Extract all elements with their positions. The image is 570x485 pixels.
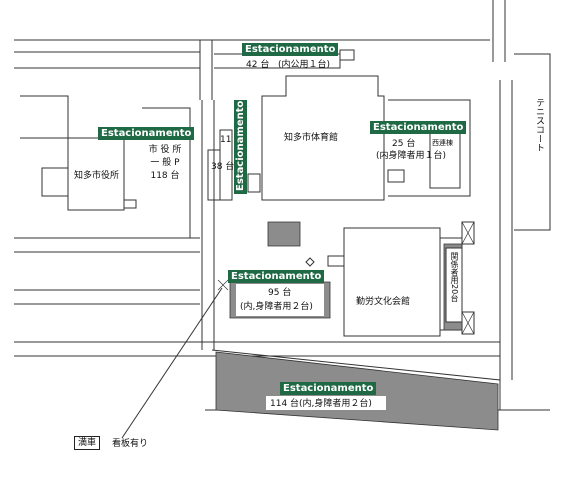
- city-hall-small: [41, 167, 69, 197]
- gym-east-count: 25 台: [392, 139, 416, 149]
- crosshatch-top: [461, 221, 475, 245]
- crosshatch-2: [461, 311, 475, 335]
- labor-hall-label: 勤労文化会館: [356, 297, 411, 307]
- city-hall-lot-line2: 一 般 P: [150, 158, 180, 168]
- south-label-bg: [266, 396, 386, 410]
- parking-tag-city-hall: Estacionamento: [98, 127, 195, 140]
- crosshatch-1: [461, 221, 475, 245]
- city-hall-label: 知多市役所: [74, 171, 120, 181]
- labor-lot-note: (内,身障者用２台): [240, 302, 313, 312]
- center-lot-count: 38 台: [211, 162, 235, 172]
- labor-hall-inner: [327, 255, 345, 267]
- south-lot-count: 114 台(内,身障者用２台): [270, 399, 372, 409]
- road-north-west: [14, 39, 201, 53]
- parking-tag-vertical: Estacionamento: [234, 100, 247, 194]
- staff-lot-label: 関係者用20台: [450, 252, 459, 303]
- parking-tag-labor: Estacionamento: [228, 270, 325, 283]
- gym-outline: [261, 75, 385, 201]
- city-hall-lot-outline: [142, 107, 191, 239]
- city-hall-lot-line3: 118 台: [150, 171, 180, 181]
- labor-hall-body: [343, 227, 441, 337]
- crosshatch-3: [217, 279, 229, 291]
- parking-tag-gym-east: Estacionamento: [370, 121, 467, 134]
- staff-lot-box: [445, 247, 463, 323]
- side-lot-38: [207, 149, 221, 201]
- labor-lot-count: 95 台: [268, 288, 292, 298]
- small-building-label: 西連棟: [432, 139, 453, 147]
- east-block: [388, 99, 471, 197]
- lot-95-label-bg: [236, 284, 324, 316]
- lot-fill-gray-a: [267, 221, 301, 247]
- parking-tag-south: Estacionamento: [280, 382, 377, 395]
- gym-entry: [247, 173, 261, 193]
- gym-label: 知多市体育館: [284, 133, 339, 143]
- diamond-marker: [305, 257, 315, 267]
- city-hall-lot-line1: 市 役 所: [148, 145, 182, 155]
- side-lot-count: 11: [220, 135, 232, 145]
- legend-pointer: [121, 287, 223, 439]
- north-lot-count: 42 台: [246, 60, 270, 70]
- parking-tag-north: Estacionamento: [242, 43, 339, 56]
- gym-east-note: (内身障者用１台): [376, 151, 447, 161]
- tennis-block: [514, 53, 551, 231]
- north-lot-note: (内公用１台): [278, 60, 331, 70]
- legend-box: 満車: [74, 436, 101, 450]
- legend-text: 看板有り: [112, 439, 149, 449]
- city-hall-entry: [123, 199, 137, 209]
- city-hall-wing: [20, 95, 69, 139]
- gym-side: [387, 169, 405, 183]
- tennis-court-label: テニスコート: [534, 98, 544, 152]
- north-lot-box: [339, 49, 355, 61]
